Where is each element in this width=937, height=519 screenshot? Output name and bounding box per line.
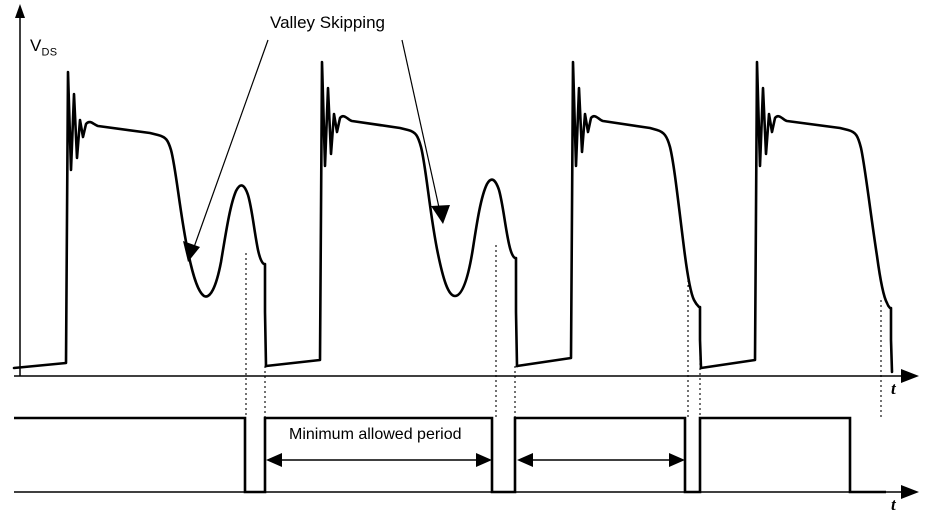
bottom-time-axis-arrowhead	[901, 485, 919, 499]
gate-pulse-train	[14, 416, 886, 494]
minimum-period-arrowhead-left	[266, 453, 282, 467]
vds-cycle-1	[12, 70, 268, 370]
vds-cycle-4	[699, 60, 894, 374]
dotted-marker-group	[245, 245, 882, 418]
short-period-arrowhead-right	[669, 453, 685, 467]
vertical-axis-arrowhead	[15, 4, 25, 18]
valley-skipping-arrowhead-1	[183, 241, 200, 262]
valley-skipping-leader-1	[183, 39, 269, 262]
short-period-arrowhead-left	[517, 453, 533, 467]
minimum-period-arrowhead-right	[476, 453, 492, 467]
vds-cycle-3	[515, 60, 703, 370]
minimum-period-dimension	[266, 453, 492, 467]
short-period-dimension	[517, 453, 685, 467]
top-time-axis-arrowhead	[901, 369, 919, 383]
valley-skipping-label: Valley Skipping	[270, 13, 385, 32]
vds-waveform	[12, 60, 894, 374]
vds-cycle-2	[264, 60, 519, 368]
vds-axis-label: VDS	[30, 36, 57, 58]
minimum-allowed-period-label: Minimum allowed period	[289, 426, 462, 443]
bottom-time-axis-label: t	[891, 495, 896, 514]
vds-label-main: V	[30, 36, 42, 55]
gate-drive-waveform	[14, 416, 886, 494]
valley-skipping-leader-2	[401, 39, 450, 224]
valley-skipping-arrowhead-2	[431, 205, 450, 224]
axis-group	[14, 4, 919, 499]
top-time-axis-label: t	[891, 379, 896, 398]
vds-label-subscript: DS	[41, 46, 58, 59]
